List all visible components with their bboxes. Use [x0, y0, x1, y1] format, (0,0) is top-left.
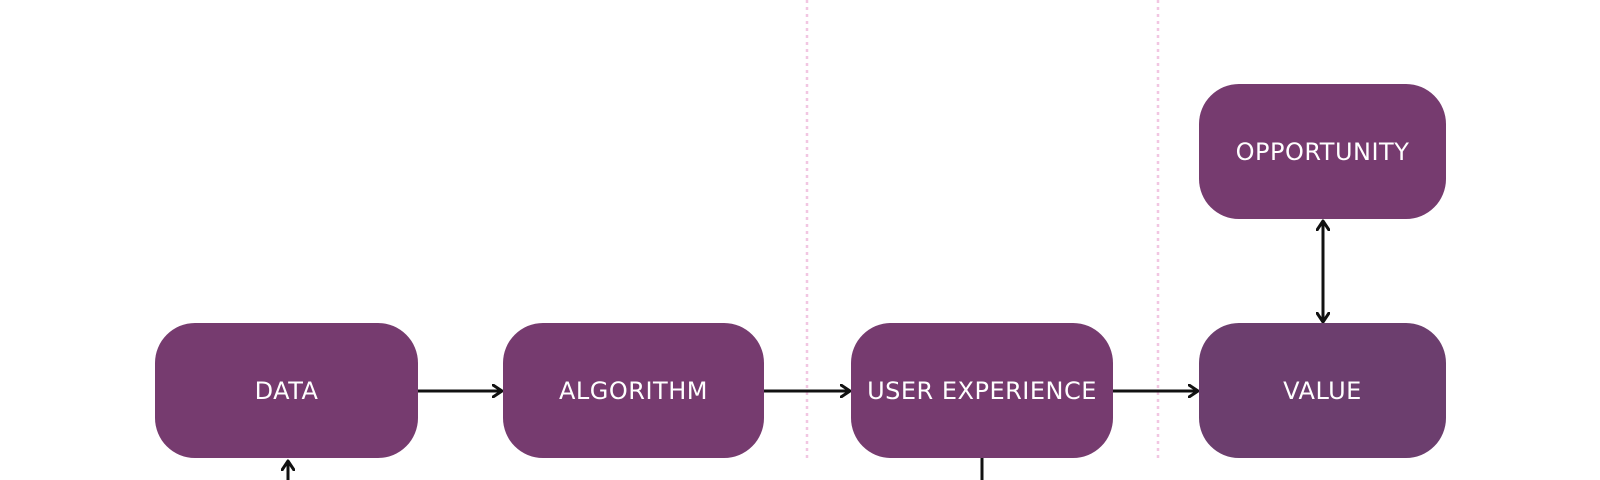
algorithm-node: ALGORITHM [503, 323, 764, 458]
user-experience-node: USER EXPERIENCE [851, 323, 1113, 458]
opportunity-node: OPPORTUNITY [1199, 84, 1446, 219]
opportunity-node-label: OPPORTUNITY [1235, 137, 1410, 166]
algorithm-node-label: ALGORITHM [559, 376, 708, 405]
value-node: VALUE [1199, 323, 1446, 458]
data-node: DATA [155, 323, 418, 458]
data-node-label: DATA [254, 376, 319, 405]
value-node-label: VALUE [1283, 376, 1362, 405]
user-experience-node-label: USER EXPERIENCE [867, 376, 1097, 405]
